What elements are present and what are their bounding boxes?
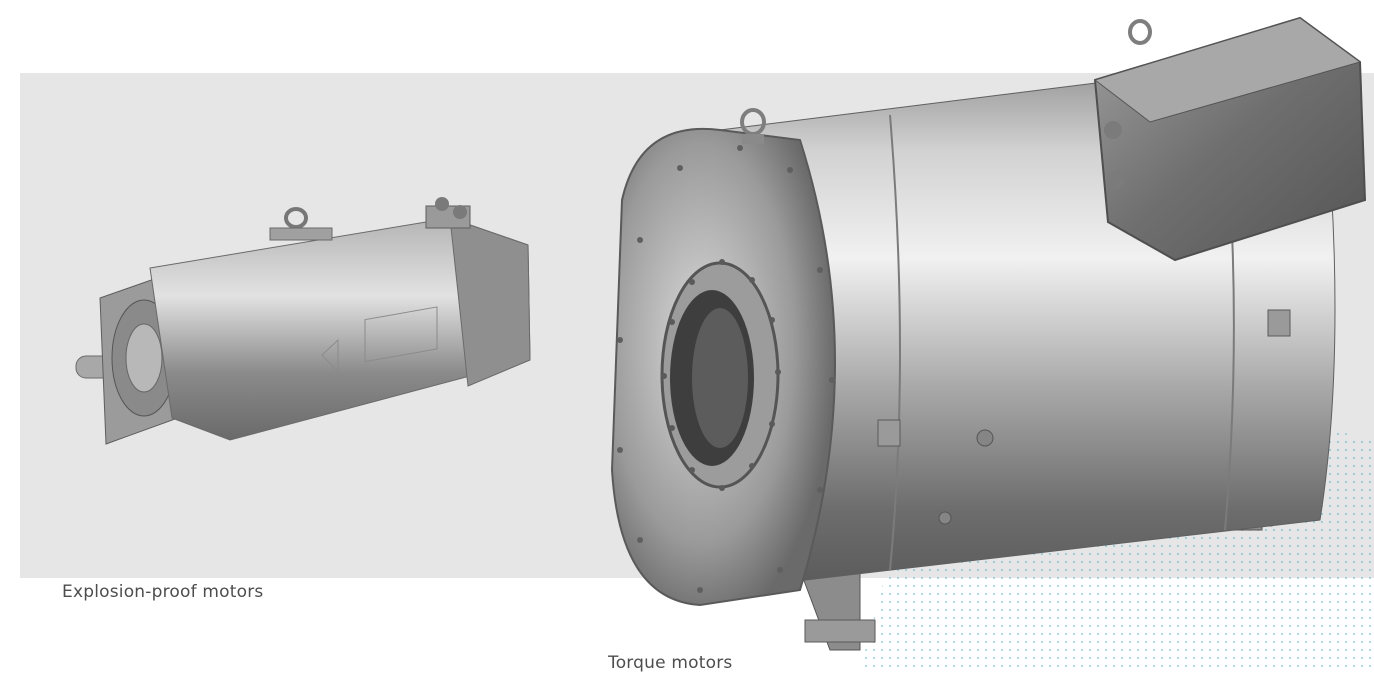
torque-motors-caption: Torque motors [608, 653, 733, 673]
explosion-proof-caption: Explosion-proof motors [62, 582, 264, 602]
explosion-proof-motor [75, 197, 531, 445]
torque-motor [610, 16, 1367, 651]
